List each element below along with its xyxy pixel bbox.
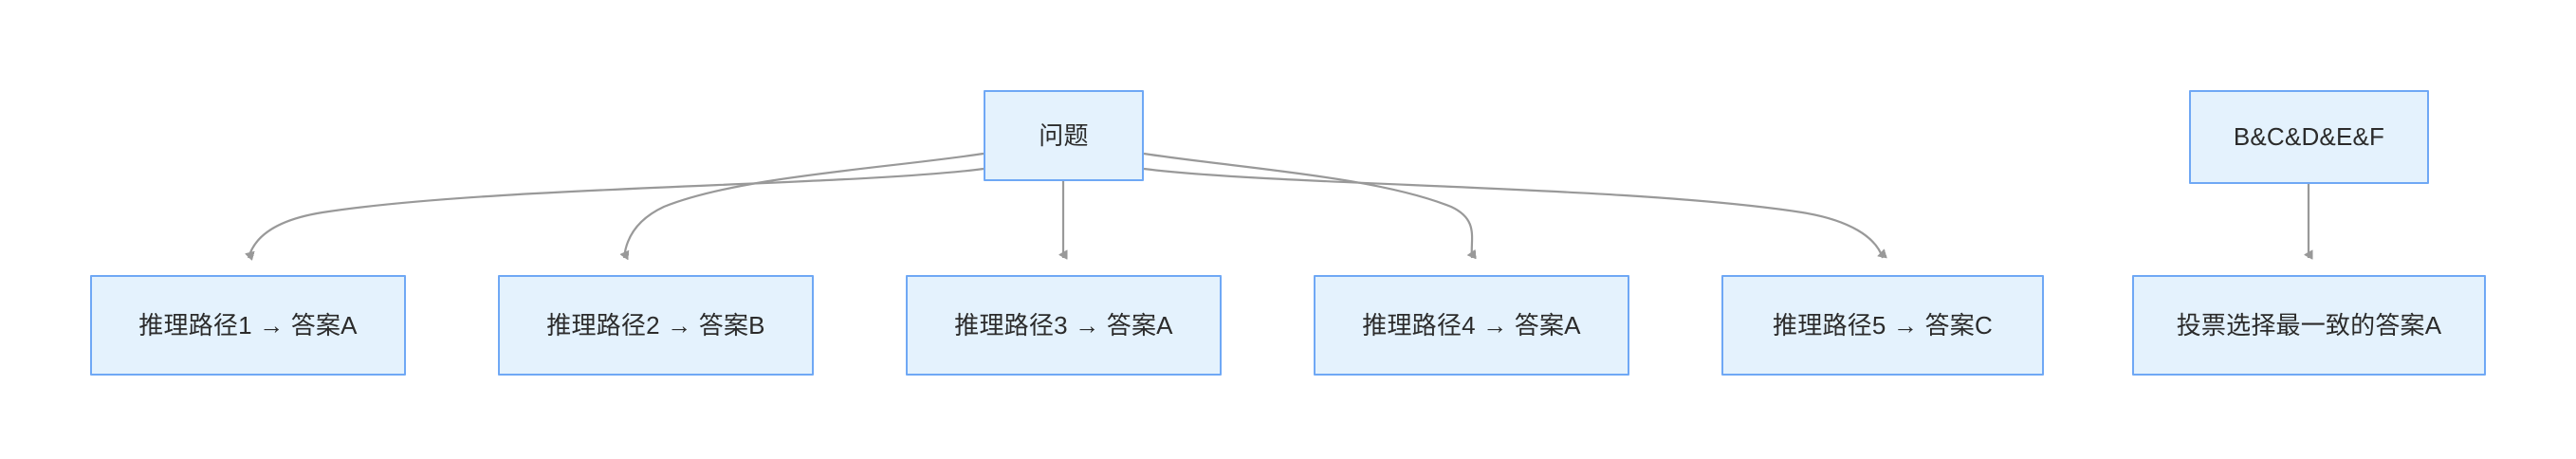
node-reasoning-path-5[interactable]: 推理路径5 → 答案C bbox=[1721, 275, 2044, 376]
node-root-question[interactable]: 问题 bbox=[984, 90, 1144, 181]
node-label: 推理路径4 → 答案A bbox=[1362, 310, 1581, 340]
node-label: 推理路径3 → 答案A bbox=[954, 310, 1173, 340]
node-reasoning-path-1[interactable]: 推理路径1 → 答案A bbox=[90, 275, 406, 376]
edge-root-to-path5 bbox=[1143, 167, 1883, 258]
node-label: 推理路径2 → 答案B bbox=[546, 310, 765, 340]
node-label: 推理路径5 → 答案C bbox=[1773, 310, 1993, 340]
edge-root-to-path4 bbox=[1143, 152, 1472, 258]
node-label: 投票选择最一致的答案A bbox=[2176, 310, 2442, 340]
node-vote-result[interactable]: 投票选择最一致的答案A bbox=[2132, 275, 2486, 376]
node-reasoning-path-2[interactable]: 推理路径2 → 答案B bbox=[498, 275, 814, 376]
node-label: B&C&D&E&F bbox=[2233, 122, 2385, 152]
node-label: 推理路径1 → 答案A bbox=[138, 310, 358, 340]
node-candidate-answers[interactable]: B&C&D&E&F bbox=[2189, 90, 2429, 184]
node-reasoning-path-3[interactable]: 推理路径3 → 答案A bbox=[906, 275, 1222, 376]
node-label: 问题 bbox=[1039, 120, 1089, 150]
edge-root-to-path2 bbox=[624, 152, 984, 258]
node-reasoning-path-4[interactable]: 推理路径4 → 答案A bbox=[1314, 275, 1629, 376]
edge-root-to-path1 bbox=[248, 167, 984, 258]
